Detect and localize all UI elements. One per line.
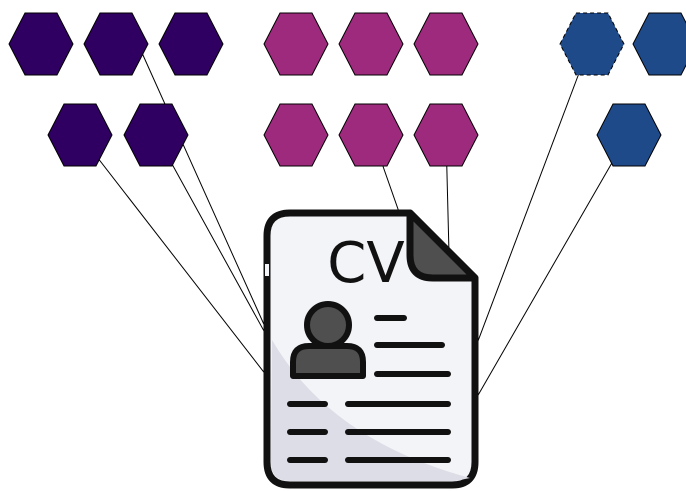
hexagon — [47, 103, 113, 167]
document-shadow — [271, 340, 470, 481]
hexagon-group-2 — [263, 12, 479, 167]
hexagon-group-1 — [8, 12, 224, 167]
hexagon — [632, 12, 686, 76]
hexagon — [596, 103, 662, 167]
hexagon — [559, 12, 625, 76]
hexagon — [263, 12, 329, 76]
document-fold — [406, 209, 479, 282]
hexagon — [338, 103, 404, 167]
connector-line — [457, 134, 629, 431]
cv-label: CV — [327, 231, 404, 296]
hexagon — [263, 103, 329, 167]
hexagon — [8, 12, 74, 76]
hexagon — [83, 12, 149, 76]
avatar-icon — [290, 301, 366, 379]
connector-line — [79, 134, 288, 403]
hexagon — [413, 12, 479, 76]
resume-document-icon: CV — [263, 209, 479, 489]
hexagon — [413, 103, 479, 167]
hexagon-group-3 — [559, 12, 686, 167]
hexagon — [338, 12, 404, 76]
document-text-lines — [287, 315, 451, 463]
hexagon — [158, 12, 224, 76]
hexagon — [123, 103, 189, 167]
